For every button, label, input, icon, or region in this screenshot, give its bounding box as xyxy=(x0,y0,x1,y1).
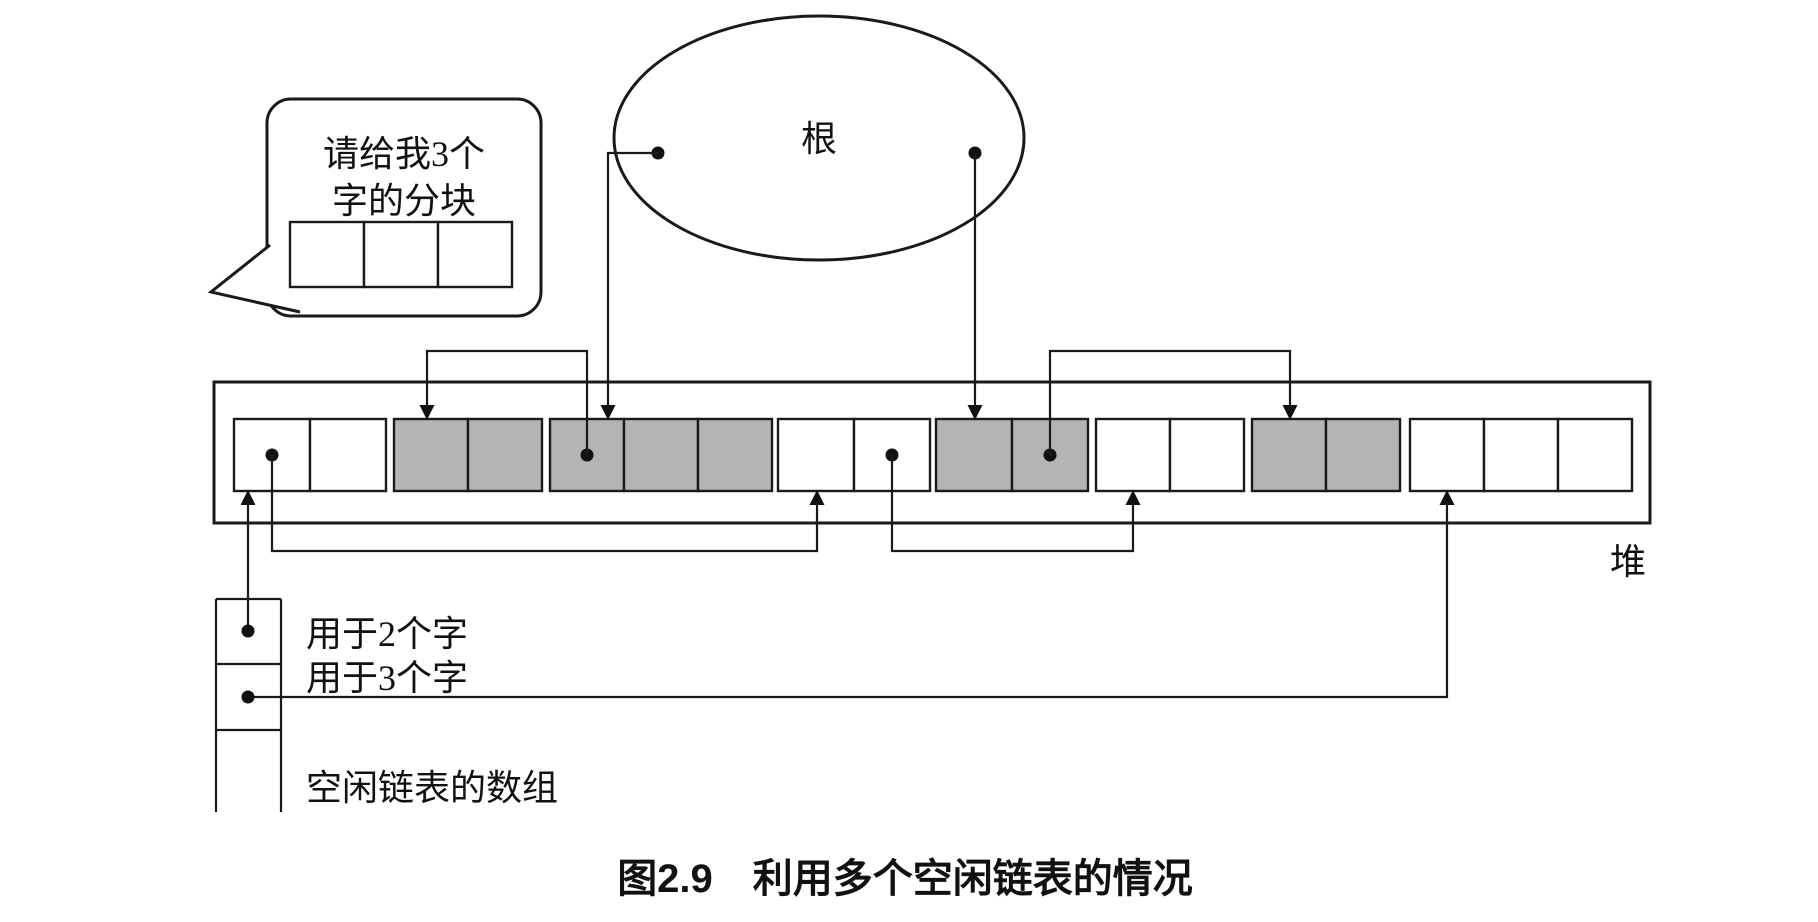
heap-cell-allocated xyxy=(1250,417,1328,493)
speech-bubble-tail xyxy=(207,243,301,314)
pointer-arrows xyxy=(240,151,1455,699)
chunk-cell xyxy=(362,220,440,289)
requested-chunk-cells xyxy=(288,220,514,289)
pointer-root-to-segment-2 xyxy=(600,151,658,420)
pointer-freelist-entry-0-to-segment-0 xyxy=(240,490,256,631)
heap-segment-6 xyxy=(1250,417,1402,493)
speech-bubble-text-line2: 字的分块 xyxy=(332,181,476,221)
freelist-entry-3word-label: 用于3个字 xyxy=(306,658,468,698)
speech-bubble: 请给我3个 字的分块 xyxy=(207,97,543,318)
root-object: 根 xyxy=(612,14,1026,262)
heap-cell-free xyxy=(1556,417,1634,493)
speech-bubble-body xyxy=(265,97,543,318)
heap: 堆 xyxy=(212,380,1652,582)
heap-cell-allocated xyxy=(696,417,774,493)
pointer-root-to-segment-4 xyxy=(967,153,983,420)
chunk-cell xyxy=(436,220,514,289)
freelist-entry-2word-label: 用于2个字 xyxy=(306,614,468,654)
heap-segment-3 xyxy=(776,417,932,493)
arrowhead-up xyxy=(809,490,825,505)
pointer-segment-3-to-segment-5 xyxy=(890,455,1141,553)
heap-cell-allocated xyxy=(392,417,470,493)
root-ellipse xyxy=(612,14,1026,262)
arrowhead-up xyxy=(240,490,256,505)
arrowhead-down xyxy=(1282,405,1298,420)
heap-segment-5 xyxy=(1094,417,1246,493)
figure-caption: 图2.9 利用多个空闲链表的情况 xyxy=(617,857,1193,901)
heap-cell-allocated xyxy=(622,417,700,493)
heap-cell-free xyxy=(1168,417,1246,493)
heap-cell-free xyxy=(1094,417,1172,493)
free-list-array: 用于2个字 用于3个字 空闲链表的数组 xyxy=(214,597,558,812)
arrowhead-up xyxy=(1125,490,1141,505)
pointer-segment-2-to-segment-1 xyxy=(419,349,589,455)
pointer-dot xyxy=(241,690,255,704)
pointer-line xyxy=(425,349,589,455)
heap-cell-allocated xyxy=(934,417,1014,493)
heap-cell-free xyxy=(308,417,388,493)
heap-segment-7 xyxy=(1408,417,1634,493)
heap-cell-allocated xyxy=(1324,417,1402,493)
chunk-cell xyxy=(288,220,366,289)
arrowhead-down xyxy=(967,405,983,420)
pointer-line xyxy=(606,151,658,406)
heap-segment-2 xyxy=(548,417,774,493)
arrowhead-down xyxy=(419,405,435,420)
arrowhead-up xyxy=(1439,490,1455,505)
pointer-segment-0-to-segment-3 xyxy=(270,455,825,553)
heap-label: 堆 xyxy=(1610,542,1646,582)
heap-segment-0 xyxy=(232,417,388,493)
pointer-segment-4-to-segment-6 xyxy=(1048,349,1298,455)
heap-segment-1 xyxy=(392,417,544,493)
freelist-array-label: 空闲链表的数组 xyxy=(306,768,558,808)
arrowhead-down xyxy=(600,405,616,420)
heap-segment-4 xyxy=(934,417,1090,493)
speech-bubble-tail-fill xyxy=(211,245,300,312)
pointer-dot xyxy=(241,624,255,638)
heap-border xyxy=(212,380,1652,525)
pointer-line xyxy=(270,455,819,553)
pointer-line xyxy=(1048,349,1292,455)
speech-bubble-text-line1: 请给我3个 xyxy=(323,134,485,174)
pointer-freelist-entry-1-to-segment-7 xyxy=(248,490,1455,699)
heap-cell-free xyxy=(776,417,856,493)
heap-cell-free xyxy=(1482,417,1560,493)
root-label: 根 xyxy=(801,119,837,159)
pointer-line xyxy=(248,504,1449,699)
pointer-line xyxy=(890,455,1135,553)
heap-cell-free xyxy=(1408,417,1486,493)
heap-cell-allocated xyxy=(466,417,544,493)
